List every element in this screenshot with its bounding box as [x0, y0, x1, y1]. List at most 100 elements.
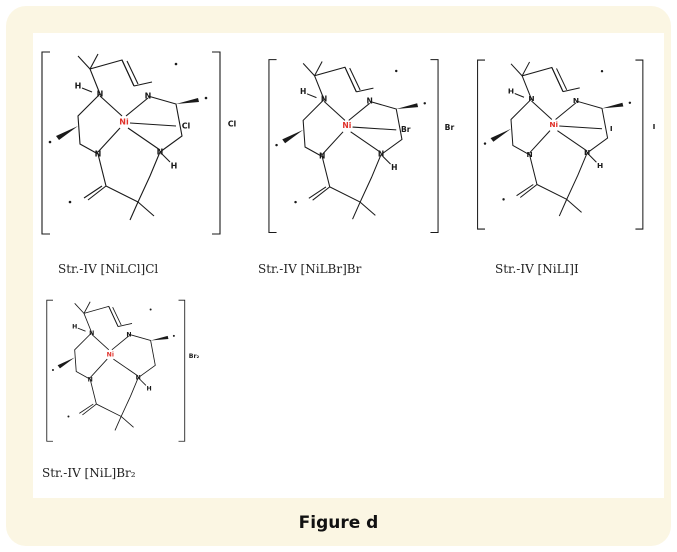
caption-nilcl: Str.-IV [NiLCl]Cl	[58, 262, 159, 276]
imine-double-bond	[108, 306, 119, 327]
bond-line	[77, 55, 91, 70]
methyl-dot	[483, 142, 487, 145]
donor-n-label: N	[95, 150, 102, 159]
ring-bottom	[321, 154, 382, 203]
ring-left	[74, 332, 93, 380]
caption-nilbr: Str.-IV [NiLBr]Br	[258, 262, 362, 276]
donor-n-label: N	[88, 376, 93, 383]
coordination-bond	[557, 130, 588, 152]
bond-line	[382, 156, 391, 165]
coordination-bond	[97, 127, 121, 153]
donor-n-label: N	[89, 330, 94, 337]
ring-bottom	[529, 152, 588, 201]
ring-left	[510, 98, 532, 156]
bond-line	[352, 201, 361, 220]
bond-line	[521, 61, 531, 77]
bond-line	[356, 87, 374, 93]
hydrogen-label: H	[597, 161, 603, 170]
wedge-bond	[282, 129, 304, 144]
figure-frame	[6, 6, 671, 546]
caption-nili: Str.-IV [NiLI]I	[495, 262, 579, 276]
nickel-center: Ni	[107, 351, 114, 358]
methyl-dot	[48, 140, 52, 144]
bond-line	[588, 154, 597, 163]
methyl-dot	[174, 62, 178, 66]
ring-top-left	[83, 305, 119, 333]
bond-line	[566, 198, 582, 213]
left-bracket	[268, 59, 277, 234]
counter-ion-label: I	[653, 122, 656, 131]
donor-n-label: N	[145, 92, 152, 101]
bond-line	[82, 403, 97, 416]
left-bracket	[477, 59, 485, 230]
methyl-dot	[68, 200, 72, 204]
wedge-bond	[490, 128, 511, 142]
imine-double-bond	[556, 68, 568, 91]
ring-right	[147, 95, 183, 153]
donor-n-label: N	[378, 150, 384, 159]
imine-double-bond	[349, 67, 361, 91]
bond-line	[312, 186, 331, 201]
hydrogen-label: H	[72, 324, 77, 331]
bond-line	[519, 184, 538, 198]
donor-n-label: N	[584, 148, 590, 157]
donor-n-label: N	[366, 96, 372, 105]
hash-bond	[396, 103, 419, 109]
bond-line	[81, 87, 93, 93]
hydrogen-label: H	[300, 87, 306, 96]
hydrogen-label: H	[508, 87, 514, 96]
methyl-dot	[149, 308, 152, 311]
bond-line	[302, 63, 315, 77]
left-bracket	[46, 299, 53, 442]
donor-n-label: N	[573, 96, 579, 105]
hash-bond	[176, 98, 199, 104]
right-bracket	[178, 299, 186, 442]
nickel-center: Ni	[342, 121, 351, 130]
donor-n-label: N	[321, 95, 327, 104]
hydrogen-label: H	[146, 386, 151, 393]
bond-line	[139, 378, 147, 386]
hydrogen-label: H	[171, 162, 178, 171]
axial-bond	[352, 126, 397, 131]
coordination-bond	[91, 333, 110, 351]
imine-double-bond	[516, 184, 534, 197]
bond-line	[359, 201, 376, 216]
imine-double-bond	[344, 66, 357, 93]
ring-right	[369, 100, 403, 156]
bond-line	[77, 327, 86, 332]
bond-line	[514, 93, 525, 98]
bond-line	[314, 61, 323, 76]
coordination-bond	[111, 335, 130, 351]
ring-right	[575, 100, 609, 154]
donor-n-label: N	[319, 152, 325, 161]
methyl-dot	[628, 101, 632, 104]
imine-double-bond	[83, 185, 103, 199]
methyl-dot	[67, 415, 70, 418]
bond-line	[306, 93, 317, 99]
axial-bond	[129, 122, 177, 127]
hydrogen-label: H	[75, 82, 82, 91]
coordination-bond	[127, 127, 161, 151]
methyl-dot	[423, 102, 426, 105]
imine-double-bond	[121, 59, 135, 87]
donor-n-label: N	[526, 150, 532, 159]
coordination-bond	[348, 102, 370, 121]
methyl-dot	[395, 69, 398, 73]
bond-line	[161, 153, 171, 163]
methyl-dot	[51, 368, 54, 371]
hash-bond	[602, 102, 624, 109]
methyl-dot	[294, 200, 297, 204]
nickel-center: Ni	[549, 120, 558, 129]
methyl-dot	[600, 70, 604, 73]
figure-panel	[33, 33, 664, 498]
bond-line	[114, 416, 122, 431]
ring-bottom	[97, 151, 161, 203]
right-bracket	[635, 59, 644, 230]
coordination-bond	[125, 97, 149, 117]
wedge-bond	[56, 126, 78, 140]
coordination-bond	[350, 131, 382, 154]
bond-line	[117, 323, 133, 327]
imine-double-bond	[551, 67, 564, 92]
counter-ion-label: Cl	[228, 120, 237, 129]
